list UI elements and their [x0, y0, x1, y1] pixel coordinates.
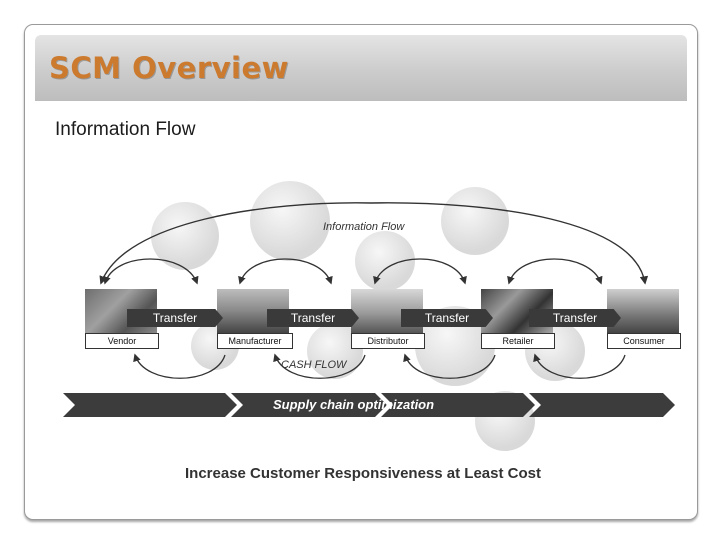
transfer-band: Transfer	[267, 309, 359, 327]
bottom-statement: Increase Customer Responsiveness at Leas…	[185, 465, 541, 482]
slide-content: Information Flow	[35, 101, 687, 482]
information-flow-label: Information Flow	[323, 221, 405, 233]
section-heading: Information Flow	[55, 119, 196, 140]
slide-title: SCM Overview	[49, 51, 289, 85]
information-flow-arc	[99, 202, 649, 285]
optimization-label: Supply chain optimization	[273, 397, 435, 412]
transfer-band: Transfer	[401, 309, 493, 327]
node-distributor: Distributor	[351, 333, 425, 349]
consumer-photo	[607, 289, 679, 333]
flow-diagram	[63, 181, 675, 451]
slide-frame: SCM Overview Information Flow	[24, 24, 698, 520]
node-vendor: Vendor	[85, 333, 159, 349]
node-manufacturer: Manufacturer	[217, 333, 293, 349]
optimization-band	[63, 393, 675, 417]
transfer-band: Transfer	[529, 309, 621, 327]
cash-flow-label: CASH FLOW	[281, 359, 347, 371]
node-retailer: Retailer	[481, 333, 555, 349]
node-consumer: Consumer	[607, 333, 681, 349]
title-bar: SCM Overview	[35, 35, 687, 101]
transfer-band: Transfer	[127, 309, 223, 327]
